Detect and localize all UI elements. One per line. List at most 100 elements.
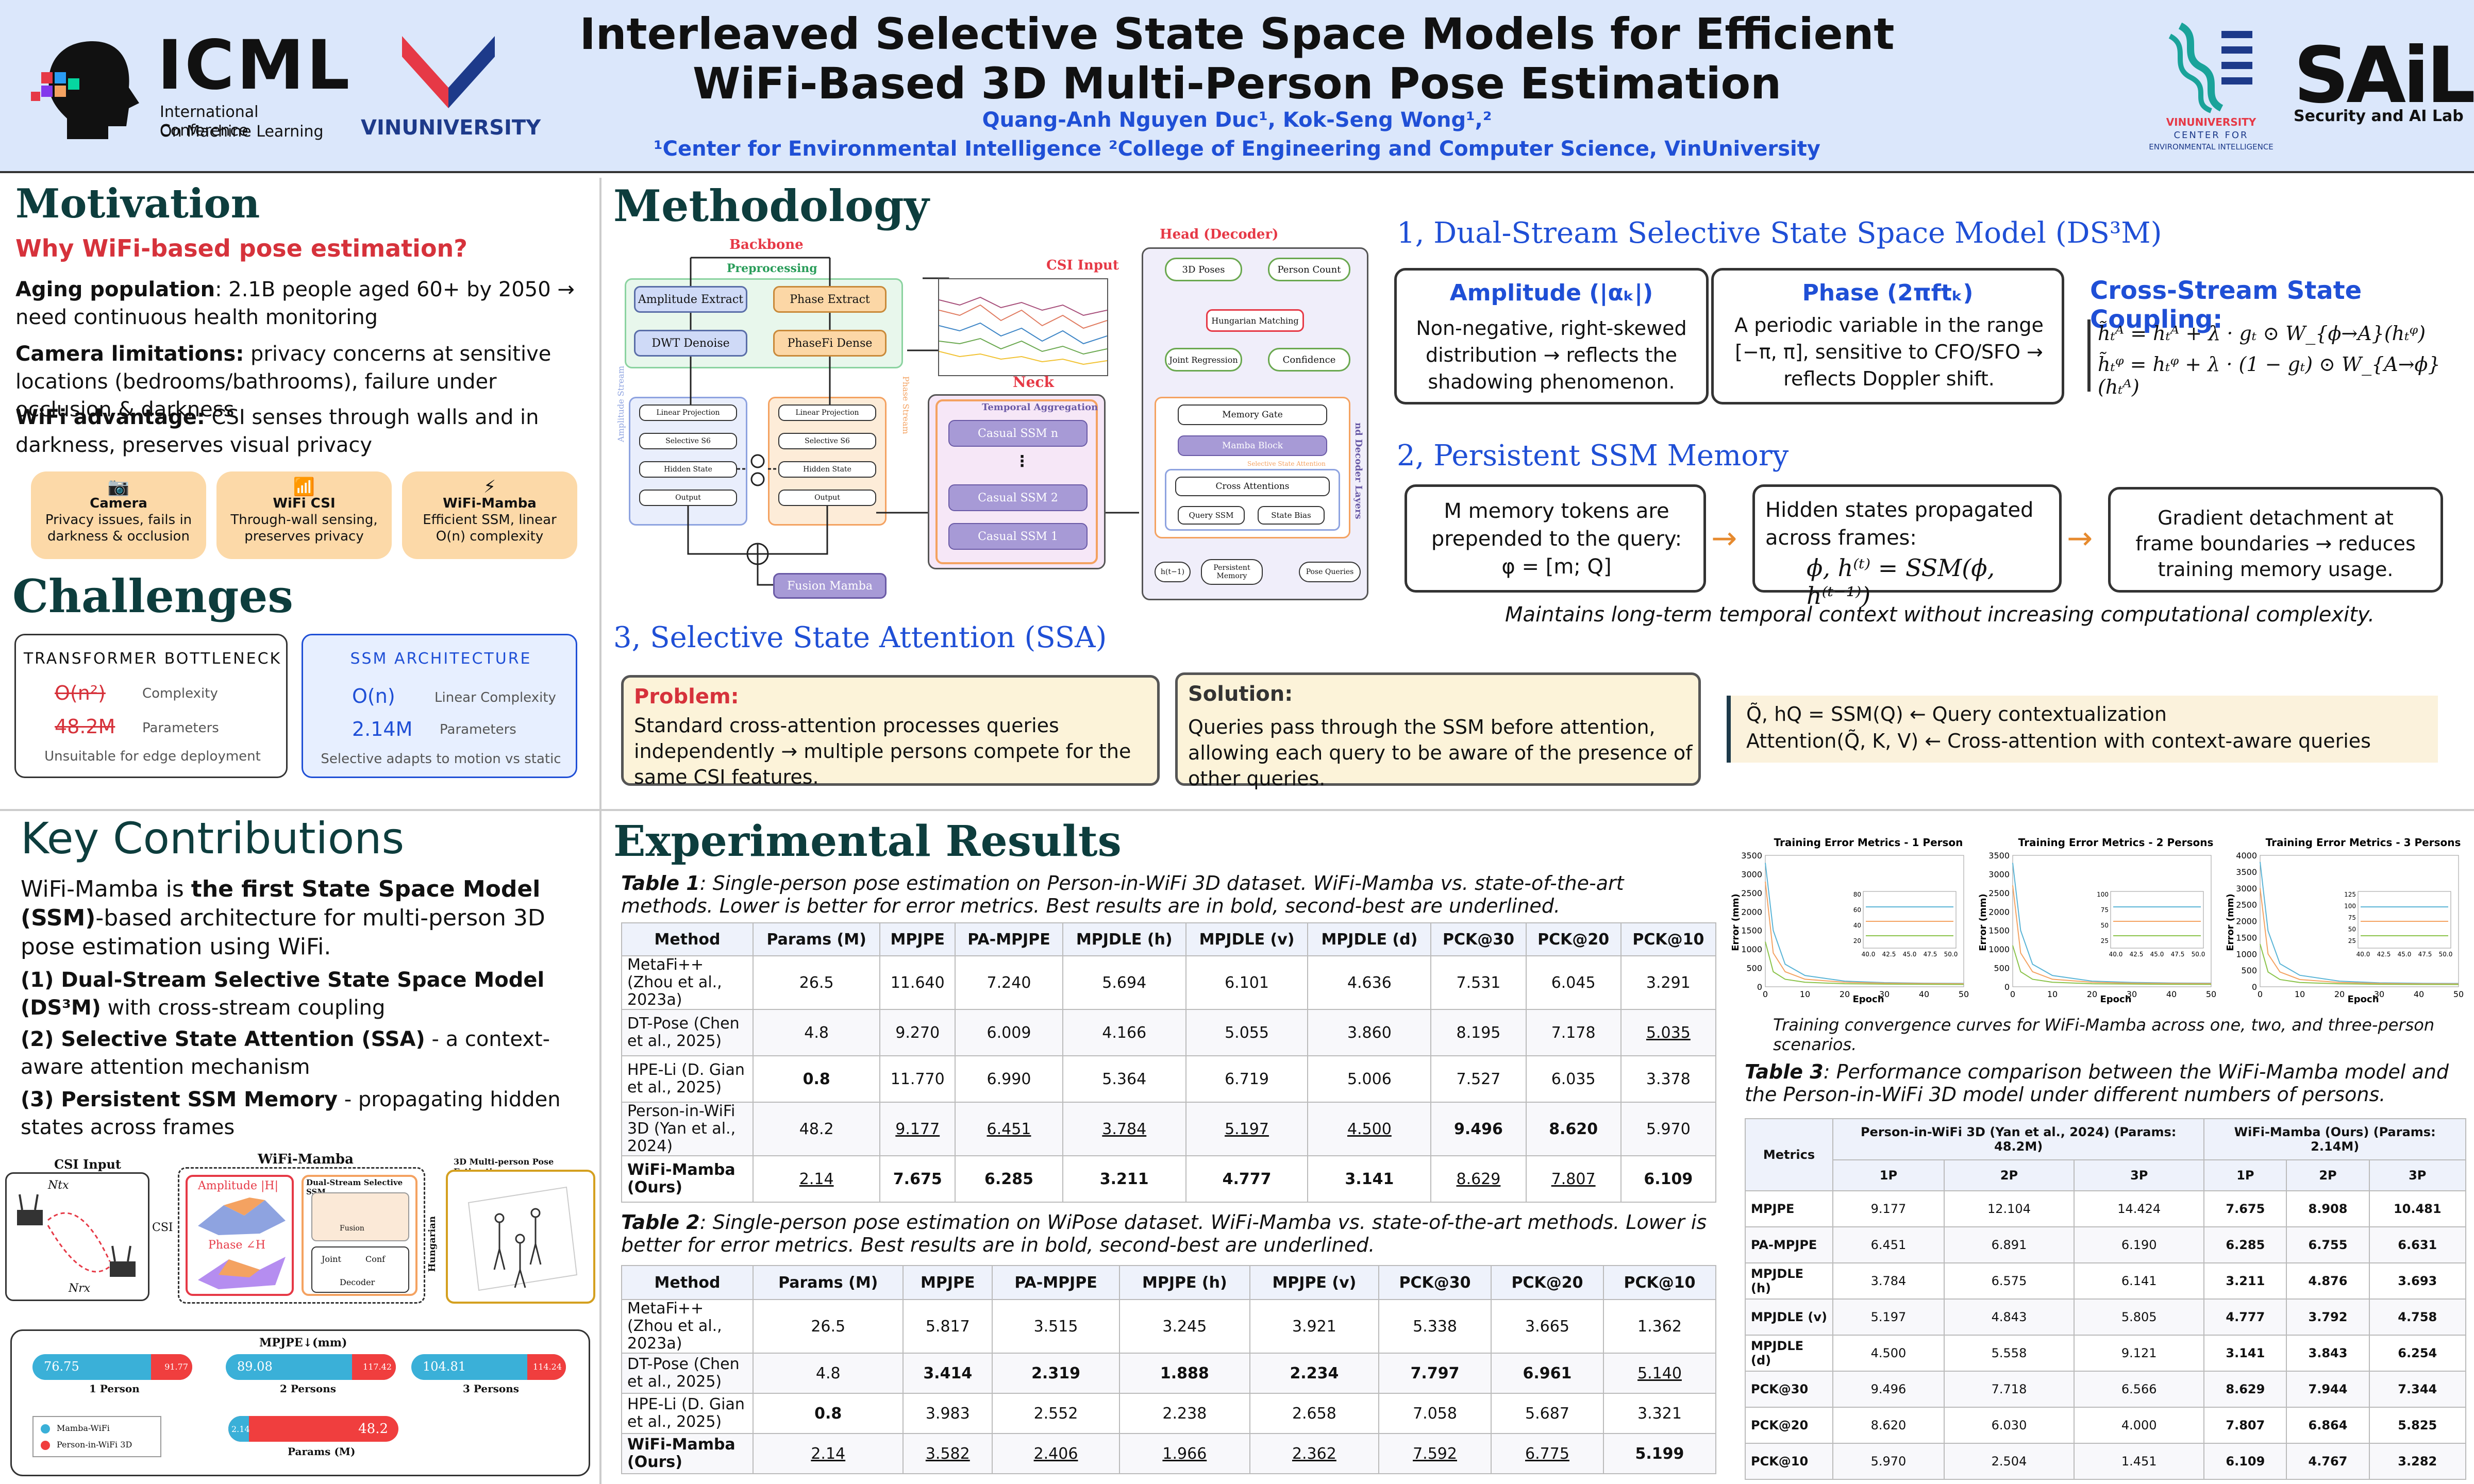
memory-arrow-2: →	[2067, 520, 2093, 556]
diag-amp-s6: Selective S6	[639, 433, 737, 449]
x-tick-label: 50	[1959, 989, 1969, 999]
table2-cell: 2.14	[752, 1433, 904, 1474]
table3-cell: MPJDLE (v)	[1745, 1298, 1833, 1336]
training-curve-chart: Training Error Metrics - 3 PersonsEpochE…	[2225, 836, 2464, 1005]
table3-cell: PCK@10	[1745, 1443, 1833, 1480]
architecture-diagram: Backbone Preprocessing Amplitude Extract…	[616, 227, 1376, 603]
table3-cell: 7.344	[2368, 1371, 2467, 1408]
solution-title: Solution:	[1188, 682, 1293, 706]
inset-x-tick: 47.5	[2418, 951, 2432, 958]
table1-cell: 5.035	[1620, 1009, 1717, 1056]
coupling-title: Cross-Stream State Coupling:	[2090, 276, 2362, 334]
diag-mamba-block: Mamba Block	[1178, 435, 1327, 456]
mpjpe-bar-2p: 89.08 117.42	[226, 1354, 396, 1380]
diag-count: Person Count	[1268, 258, 1350, 281]
table1-cell: 7.807	[1525, 1155, 1622, 1203]
fig-amp-phase-box: Amplitude |H| Phase ∠H	[186, 1175, 294, 1296]
table1-header-cell: PCK@20	[1525, 922, 1622, 956]
table1-cell: 4.8	[752, 1009, 881, 1056]
x-tick-label: 30	[1879, 989, 1890, 999]
ssm-box: SSM ARCHITECTURE O(n) Linear Complexity …	[302, 634, 577, 778]
fig-decoder: Decoder	[340, 1277, 375, 1287]
solution-box: Solution: Queries pass through the SSM b…	[1175, 672, 1701, 790]
camera-card: 📷 Camera Privacy issues, fails in darkne…	[31, 471, 206, 559]
amplitude-title: Amplitude (|αₖ|)	[1449, 280, 1653, 306]
table2-cell: HPE-Li (D. Gian et al., 2025)	[621, 1393, 754, 1434]
chart-ylabel: Error (mm)	[1978, 893, 1988, 951]
mpjpe-bar-2p-person	[352, 1354, 396, 1380]
table1-cell: 6.719	[1185, 1055, 1309, 1103]
x-tick-label: 20	[1840, 989, 1850, 999]
y-tick-label: 3500	[2236, 867, 2257, 877]
training-curve-chart: Training Error Metrics - 1 PersonEpochEr…	[1730, 836, 1969, 1005]
motivation-point-wifi: WiFi advantage: CSI senses through walls…	[15, 403, 588, 459]
title-line-1: Interleaved Selective State Space Models…	[579, 9, 1895, 59]
table2-caption: Table 2: Single-person pose estimation o…	[621, 1211, 1714, 1256]
phase-text: A periodic variable in the range [−π, π]…	[1734, 314, 2044, 390]
table2-caption-text: : Single-person pose estimation on WiPos…	[621, 1211, 1707, 1256]
table3-cell: 4.843	[1943, 1298, 2075, 1336]
y-tick-label: 1500	[1741, 926, 1762, 936]
mpjpe-2p-mamba: 89.08	[237, 1359, 273, 1374]
table1-cell: 4.500	[1307, 1102, 1432, 1156]
table2-cell: 1.966	[1118, 1433, 1250, 1474]
table3-cell: 7.718	[1943, 1371, 2075, 1408]
inset-y-tick: 25	[2348, 937, 2356, 945]
icml-subtitle-1: International Conference	[160, 103, 259, 140]
memory-text-2b: ϕ, h⁽ᵗ⁾ = SSM(ϕ, h⁽ᵗ⁻¹⁾)	[1807, 554, 1995, 610]
wifi-label: WiFi advantage:	[15, 406, 205, 429]
authors: Quang-Anh Nguyen Duc¹, Kok-Seng Wong¹,²	[982, 108, 1492, 132]
memory-box-3: Gradient detachment at frame boundaries …	[2108, 487, 2443, 593]
table3: Metrics Person-in-WiFi 3D (Yan et al., 2…	[1745, 1118, 2467, 1480]
params-bar: 2.14 48.2	[228, 1416, 398, 1442]
diag-h-prev: h(t−1)	[1155, 562, 1191, 582]
challenges-title: Challenges	[12, 569, 293, 623]
diag-casual-1: Casual SSM 1	[948, 523, 1088, 550]
table3-cell: 2.504	[1943, 1443, 2075, 1480]
table3-cell: 7.944	[2286, 1371, 2370, 1408]
mpjpe-legend: Mamba-WiFi Person-in-WiFi 3D	[32, 1416, 161, 1457]
ssm-heading: SSM ARCHITECTURE	[350, 650, 532, 668]
diag-nd: nd Decoder Layers	[1353, 423, 1364, 519]
phase-box: Phase (2πftₖ) A periodic variable in the…	[1711, 268, 2064, 404]
inset-y-tick: 80	[1853, 891, 1861, 898]
series-line	[1765, 881, 1964, 985]
curves-caption: Training convergence curves for WiFi-Mam…	[1773, 1015, 2435, 1054]
legend-person-swatch	[41, 1441, 50, 1450]
x-tick-label: 50	[2206, 989, 2216, 999]
table1-cell: Person-in-WiFi 3D (Yan et al., 2024)	[621, 1102, 754, 1156]
diag-phase-extract: Phase Extract	[773, 286, 887, 313]
inset-y-tick: 60	[1853, 906, 1861, 914]
x-tick-label: 20	[2087, 989, 2097, 999]
table1-cell: WiFi-Mamba (Ours)	[621, 1155, 754, 1203]
table3-cell: 6.631	[2368, 1226, 2467, 1263]
table1-header-cell: MPJDLE (d)	[1307, 922, 1432, 956]
memory-text-3: Gradient detachment at frame boundaries …	[2135, 507, 2416, 581]
chart-frame	[1765, 855, 1964, 987]
diag-casual-2: Casual SSM 2	[948, 484, 1088, 511]
y-tick-label: 500	[1746, 964, 1762, 973]
table2-cell: 5.199	[1602, 1433, 1717, 1474]
table1-caption: Table 1: Single-person pose estimation o…	[621, 872, 1683, 917]
table3-cell: 3.282	[2368, 1443, 2467, 1480]
inset-x-tick: 50.0	[2439, 951, 2453, 958]
series-line	[2260, 888, 2459, 985]
transformer-params-label: Parameters	[142, 720, 219, 736]
diag-dwt: DWT Denoise	[634, 330, 747, 357]
ssa-eq2: Attention(Q̃, K, V) ← Cross-attention wi…	[1746, 730, 2371, 752]
table3-cell: 4.777	[2203, 1298, 2287, 1336]
y-tick-label: 1500	[1988, 926, 2010, 936]
vin-wordmark: VINUNIVERSITY	[361, 116, 541, 140]
amplitude-text: Non-negative, right-skewed distribution …	[1416, 317, 1687, 393]
table2-cell: 2.238	[1118, 1393, 1250, 1434]
table2-header-cell: PCK@10	[1602, 1265, 1717, 1300]
inset-x-tick: 50.0	[2192, 951, 2205, 958]
table2-cell: 2.552	[992, 1393, 1120, 1434]
camera-card-line2: darkness & occlusion	[47, 529, 190, 544]
table2-cell: 3.321	[1602, 1393, 1717, 1434]
chart-xlabel: Epoch	[1852, 994, 1884, 1005]
camera-card-title: Camera	[90, 496, 147, 511]
